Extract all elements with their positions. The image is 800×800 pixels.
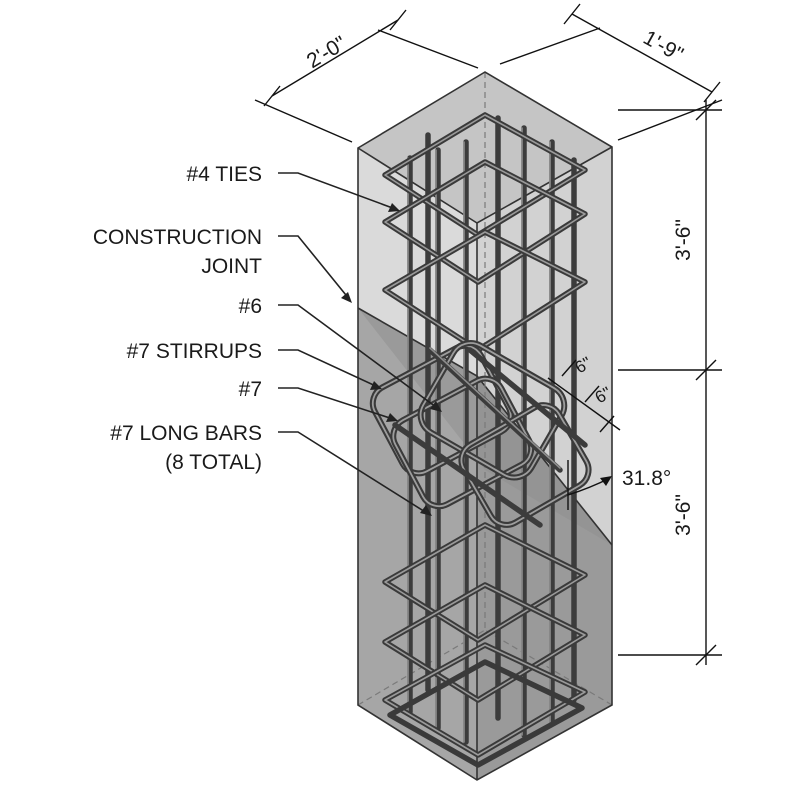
dim-height-tick — [695, 644, 717, 666]
leader-bar7-arrow — [386, 413, 398, 422]
leader-long-bars — [278, 431, 431, 516]
column-outline — [357, 71, 613, 781]
leader-lines — [278, 172, 442, 516]
callout-labels: #4 TIES CONSTRUCTION JOINT #6 #7 STIRRUP… — [93, 163, 262, 474]
concrete-column — [357, 71, 613, 781]
dim-width-ext-left — [254, 99, 353, 143]
dim-depth-tick — [703, 81, 721, 103]
leader-bar6 — [278, 304, 441, 411]
dim-upper-height-label: 3'-6" — [672, 219, 695, 261]
column-back-right-edge — [484, 629, 613, 706]
column-top-front-edges — [357, 146, 613, 224]
tie-highlight — [384, 114, 586, 236]
leader-construction-joint-arrow — [341, 292, 352, 303]
tie — [387, 659, 585, 768]
dim-offset-line — [547, 377, 621, 431]
construction-joint-shade-left — [358, 308, 477, 780]
label-stirrups7: #7 STIRRUPS — [127, 340, 262, 363]
label-bar6: #6 — [239, 295, 262, 318]
label-long-bars-line2: (8 TOTAL) — [165, 451, 262, 474]
dim-offset-tick — [599, 415, 615, 433]
dim-width-tick — [263, 85, 281, 107]
dim-width-label: 2'-0" — [303, 32, 351, 73]
dim-angle-arrow — [600, 476, 612, 486]
ties-upper — [382, 112, 588, 353]
dim-angle-label: 31.8° — [622, 467, 671, 490]
label-construction-joint-line1: CONSTRUCTION — [93, 226, 262, 249]
tie-highlight — [384, 161, 586, 283]
tie-highlight — [384, 231, 586, 351]
dim-depth-line — [571, 13, 713, 93]
dim-lower-height-label: 3'-6" — [672, 494, 695, 536]
tie-highlight — [384, 524, 586, 641]
dim-depth-ext-right — [617, 99, 723, 141]
diagonal-bar-7 — [467, 347, 588, 448]
dim-offset-tick — [561, 359, 577, 377]
leader-stirrups — [278, 349, 381, 389]
dim-depth-tick — [563, 3, 581, 25]
leader-bar6-arrow — [430, 401, 442, 412]
leader-long-bars-arrow — [420, 505, 432, 516]
dim-width-ext-right — [377, 29, 479, 69]
diagonal-bar-7 — [392, 422, 543, 528]
dim-depth-ext-left — [499, 27, 601, 65]
diagonal-bar-highlight — [429, 347, 561, 469]
stirrup-highlight — [419, 342, 566, 479]
label-ties: #4 TIES — [187, 163, 263, 186]
dim-height-tick — [695, 359, 717, 381]
rebar-cage — [369, 112, 592, 768]
label-bar7: #7 — [239, 378, 262, 401]
dim-width-tick — [389, 9, 407, 31]
stirrups-joint-region — [369, 340, 592, 528]
diagonal-bar-6 — [427, 347, 563, 473]
tie-highlight — [384, 644, 586, 756]
leader-ties-arrow — [388, 203, 400, 212]
leader-construction-joint — [278, 235, 351, 301]
dim-offset-tick — [584, 385, 600, 403]
label-construction-joint-line2: JOINT — [201, 255, 262, 278]
leader-bar7 — [278, 387, 397, 421]
dim-width-line — [271, 19, 399, 97]
dim-depth-label: 1'-9" — [639, 26, 687, 66]
leader-stirrups-arrow — [370, 381, 382, 390]
ties-lower — [382, 522, 588, 768]
dimension-lines — [254, 3, 723, 666]
dim-height-tick — [695, 99, 717, 121]
leader-ties — [278, 172, 399, 211]
label-long-bars-line1: #7 LONG BARS — [110, 422, 262, 445]
